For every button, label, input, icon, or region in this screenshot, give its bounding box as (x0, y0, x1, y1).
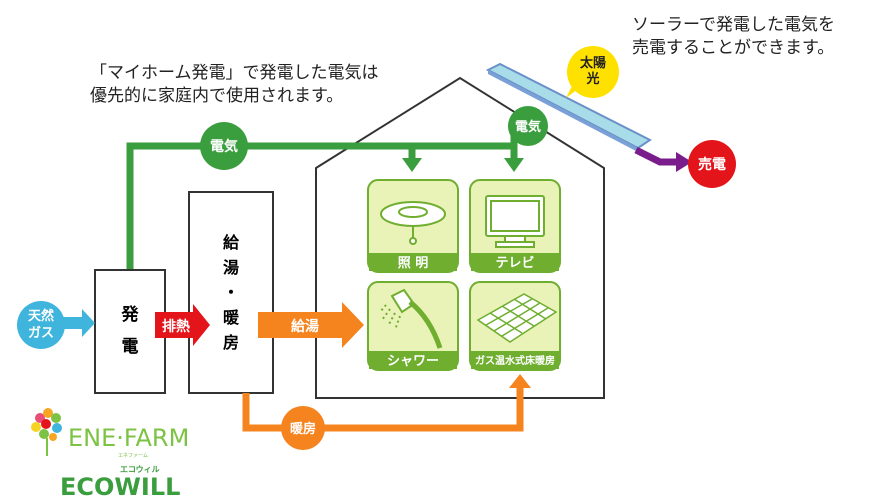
generation-label-2: 電 (122, 337, 139, 357)
solar-note-line-1: ソーラーで発電した電気を (632, 15, 835, 35)
house-outline (315, 76, 605, 399)
shower-icon (379, 288, 443, 349)
appliance-shower: シャワー (367, 281, 459, 371)
enefarm-text: ENE·FARM (68, 424, 189, 452)
heating-label: 暖房 (290, 421, 316, 437)
arrow-to-floor-heating (509, 374, 531, 388)
sun-label-2: 光 (585, 71, 599, 87)
gas-label-2: ガス (28, 326, 54, 341)
appliance-tv: テレビ (469, 179, 561, 273)
arrow-to-lighting (402, 158, 422, 172)
sun-badge: 太陽 光 (566, 46, 619, 98)
ecowill-kana: エコウィル (120, 465, 160, 474)
hotwater-label-4: 暖 (223, 308, 240, 327)
home-note-line-1: 「マイホーム発電」で発電した電気は (90, 63, 379, 83)
appliance-lighting: 照 明 (367, 179, 459, 273)
home-note-line-2: 優先的に家庭内で使用されます。 (90, 86, 344, 106)
electricity-label: 電気 (210, 138, 238, 155)
sell-power-badge: 売電 (688, 140, 736, 188)
electricity-badge: 電気 (200, 122, 248, 170)
enefarm-kana: エネファーム (118, 453, 148, 459)
electricity-roof-label: 電気 (515, 119, 541, 135)
sun-label-1: 太陽 (579, 55, 606, 71)
hotwater-label-1: 給 (223, 233, 240, 252)
ecowill-text: ECOWILL (60, 473, 180, 501)
tv-icon (485, 195, 545, 248)
ceiling-light-icon (380, 201, 446, 245)
hotwater-heating-box (188, 191, 274, 394)
exhaust-heat-label: 排熱 (162, 318, 190, 335)
hot-water-label: 給湯 (291, 318, 319, 335)
home-note: 「マイホーム発電」で発電した電気は 優先的に家庭内で使用されます。 (90, 62, 379, 108)
shower-label: シャワー (387, 354, 439, 369)
tv-label: テレビ (495, 255, 534, 271)
solar-note-line-2: 売電することができます。 (632, 38, 835, 58)
natural-gas-badge: 天然 ガス (17, 301, 65, 349)
generation-box (94, 269, 166, 394)
tree-icon (31, 408, 62, 456)
enefarm-logo: ENE·FARM エネファーム (31, 408, 189, 459)
hot-water-arrow: 給湯 (258, 302, 364, 348)
gas-label-1: 天然 (28, 308, 54, 324)
exhaust-heat-arrow: 排熱 (155, 304, 210, 346)
electricity-roof-badge: 電気 (508, 106, 548, 146)
generation-label-1: 発 (121, 304, 140, 325)
lighting-label: 照 明 (398, 256, 429, 271)
floor-heating-icon (476, 293, 558, 343)
arrow-to-tv (504, 158, 524, 172)
heating-line (242, 386, 524, 432)
solar-panel (485, 62, 652, 152)
hotwater-label-3: ・ (223, 283, 239, 302)
solar-note: ソーラーで発電した電気を 売電することができます。 (632, 14, 835, 60)
sell-power-label: 売電 (698, 156, 726, 173)
hotwater-label-5: 房 (223, 333, 239, 352)
heating-badge: 暖房 (281, 406, 325, 450)
sell-power-arrow (634, 146, 692, 172)
appliance-floor-heating: ガス温水式床暖房 (469, 281, 561, 371)
ecowill-logo: エコウィル ECOWILL (60, 465, 180, 501)
hotwater-label-2: 湯 (223, 258, 239, 277)
floor-heating-label: ガス温水式床暖房 (475, 354, 555, 367)
